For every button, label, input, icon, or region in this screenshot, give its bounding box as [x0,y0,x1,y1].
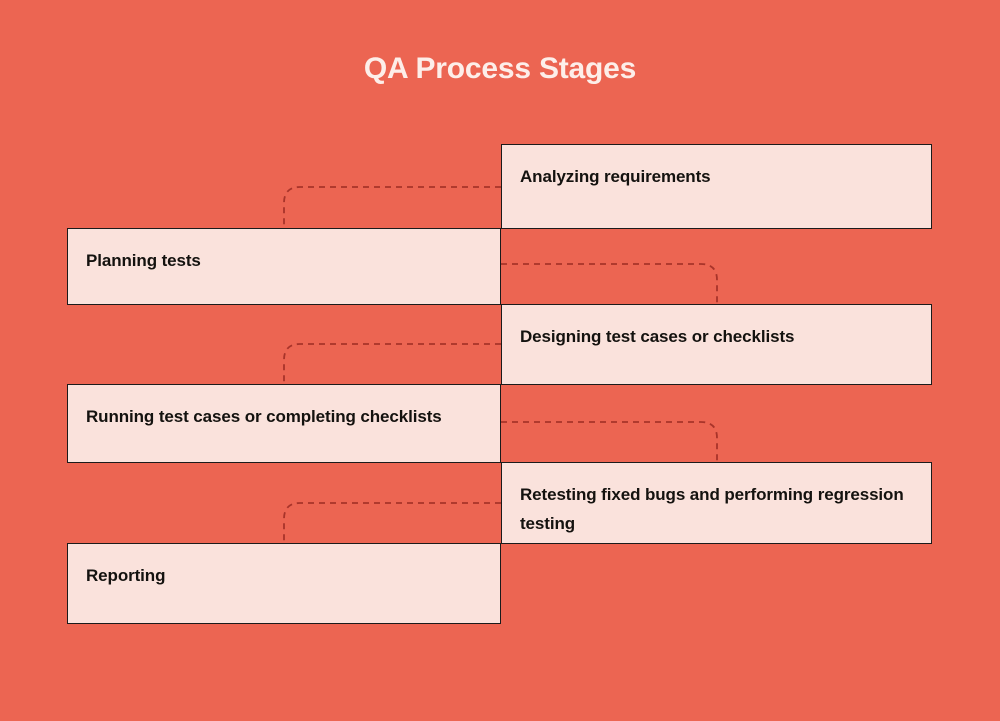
connector-1-to-2 [283,186,501,229]
stage-box-analyzing-requirements[interactable]: Analyzing requirements [501,144,932,229]
connector-4-to-5 [501,421,718,463]
stage-box-planning-tests[interactable]: Planning tests [67,228,501,305]
stage-box-designing-test-cases[interactable]: Designing test cases or checklists [501,304,932,385]
stage-box-retesting-fixed-bugs[interactable]: Retesting fixed bugs and performing regr… [501,462,932,544]
stage-label: Planning tests [86,251,201,270]
stage-label: Analyzing requirements [520,167,711,186]
stage-label: Reporting [86,566,166,585]
stage-label: Retesting fixed bugs and performing regr… [520,485,904,534]
stage-label: Designing test cases or checklists [520,327,795,346]
stage-box-reporting[interactable]: Reporting [67,543,501,624]
connector-2-to-3 [501,263,718,305]
stage-label: Running test cases or completing checkli… [86,407,442,426]
page-title: QA Process Stages [363,52,637,85]
connector-5-to-6 [283,502,501,544]
stage-box-running-test-cases[interactable]: Running test cases or completing checkli… [67,384,501,463]
connector-3-to-4 [283,343,501,385]
